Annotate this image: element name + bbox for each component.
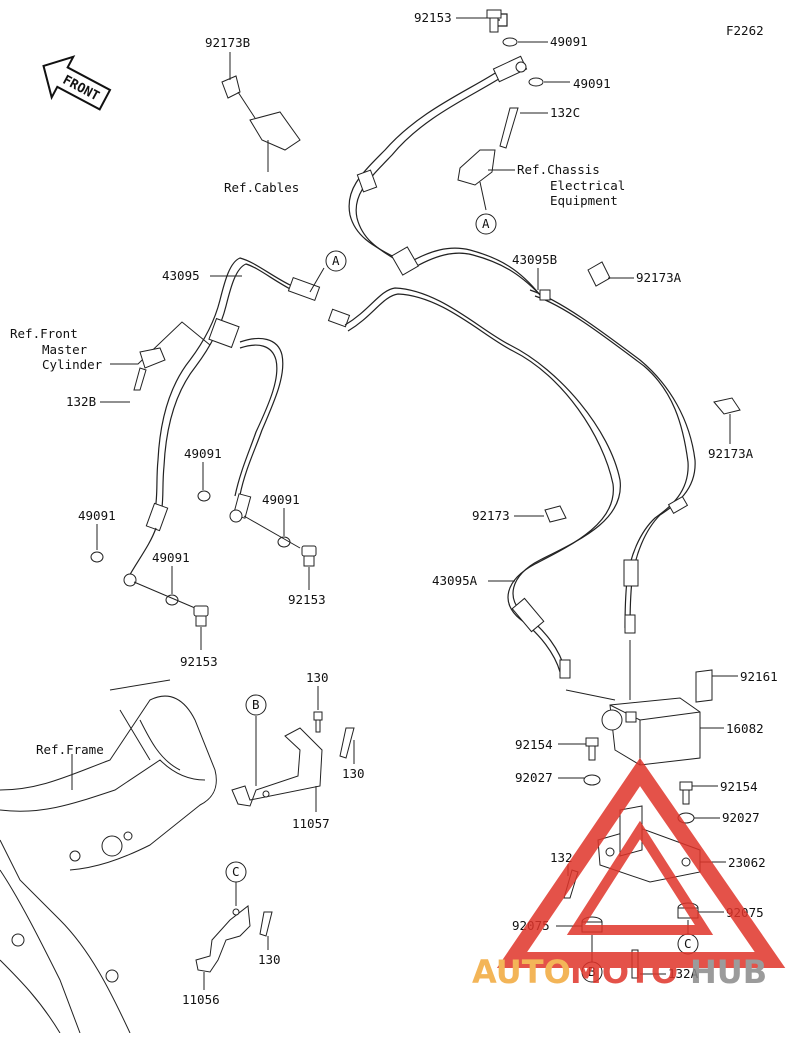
label-ref-chassis-1: Ref.Chassis: [517, 162, 600, 177]
label-ref-front-2: Master: [42, 342, 88, 357]
bolt-92153-top: [486, 9, 502, 33]
bolt-130-1: [313, 711, 323, 733]
label-130-3: 130: [258, 952, 281, 967]
bolt-130-3: [259, 911, 273, 937]
callout-a-top: [475, 213, 497, 235]
bolt-132c: [499, 107, 519, 149]
label-49091-l2: 49091: [262, 492, 300, 507]
bracket-92161: [695, 669, 713, 703]
label-92153-l1: 92153: [288, 592, 326, 607]
label-49091-top2: 49091: [573, 76, 611, 91]
watermark-logo: AUTO MOTO HUB: [472, 757, 786, 991]
callout-c-bottom-label: C: [684, 936, 692, 951]
grommet-92027-1: [583, 774, 601, 786]
label-49091-l1: 49091: [184, 446, 222, 461]
callout-b-bottom-label: B: [588, 964, 596, 979]
label-11056: 11056: [182, 992, 220, 1007]
callout-a-left-label: A: [332, 253, 340, 268]
label-92161: 92161: [740, 669, 778, 684]
watermark-auto: AUTO: [472, 953, 571, 991]
washer-49091-l3: [90, 551, 104, 563]
callout-b-top-label: B: [252, 697, 260, 712]
washer-49091-a: [502, 37, 518, 47]
label-130-2: 130: [342, 766, 365, 781]
callout-a-left: [325, 250, 347, 272]
label-92027-2: 92027: [722, 810, 760, 825]
chassis-bracket: [457, 149, 496, 186]
label-49091-top1: 49091: [550, 34, 588, 49]
label-43095: 43095: [162, 268, 200, 283]
label-92173a-2: 92173A: [708, 446, 754, 461]
label-43095b: 43095B: [512, 252, 557, 267]
label-ref-cables: Ref.Cables: [224, 180, 299, 195]
label-16082: 16082: [726, 721, 764, 736]
label-ref-front-1: Ref.Front: [10, 326, 78, 341]
label-ref-frame: Ref.Frame: [36, 742, 104, 757]
rear-hoses: [344, 287, 696, 679]
front-hose-43095: [123, 257, 351, 587]
label-92154-1: 92154: [515, 737, 553, 752]
label-43095a: 43095A: [432, 573, 478, 588]
bolt-92153-l1: [301, 545, 317, 567]
clamp-92173a-2: [713, 397, 741, 415]
watermark-hub: HUB: [690, 953, 767, 991]
clamp-92173b: [221, 75, 301, 151]
label-132a: 132A: [668, 966, 699, 981]
upper-brake-hose: [348, 13, 546, 301]
front-arrow-icon: FRONT: [42, 55, 112, 111]
label-ref-chassis-2: Electrical: [550, 178, 625, 193]
label-92153-top: 92153: [414, 10, 452, 25]
label-130-1: 130: [306, 670, 329, 685]
callout-c-top-label: C: [232, 864, 240, 879]
bolt-92154-2: [679, 781, 693, 805]
bolt-92153-l2: [193, 605, 209, 627]
washer-49091-l1: [197, 490, 211, 502]
diagram-code: F2262: [726, 23, 764, 38]
bolt-92154-1: [585, 737, 599, 761]
frame-ref: [0, 679, 217, 1034]
label-92027-1: 92027: [515, 770, 553, 785]
label-132c: 132C: [550, 105, 580, 120]
washer-49091-b: [528, 77, 544, 87]
bolt-130-2: [339, 727, 355, 759]
label-92173a-1: 92173A: [636, 270, 682, 285]
callout-c-top: [225, 861, 247, 883]
label-ref-chassis-3: Equipment: [550, 193, 618, 208]
clamp-92173: [544, 505, 567, 523]
label-92153-l2: 92153: [180, 654, 218, 669]
bolt-132b: [133, 367, 147, 391]
bracket-11057: [231, 727, 323, 807]
abs-unit-16082: [601, 697, 701, 766]
watermark-moto: MOTO: [570, 953, 678, 991]
label-92154-2: 92154: [720, 779, 758, 794]
label-132: 132: [550, 850, 573, 865]
label-92173b: 92173B: [205, 35, 250, 50]
clamp-92173a-1: [587, 261, 611, 287]
bracket-11056: [195, 905, 251, 973]
label-92173: 92173: [472, 508, 510, 523]
callout-b-top: [245, 694, 267, 716]
washer-49091-l4: [165, 594, 179, 606]
label-132b: 132B: [66, 394, 96, 409]
callout-a-top-label: A: [482, 216, 490, 231]
label-49091-l3: 49091: [78, 508, 116, 523]
master-cylinder-bracket: [139, 347, 166, 369]
label-ref-front-3: Cylinder: [42, 357, 103, 372]
label-23062: 23062: [728, 855, 766, 870]
label-11057: 11057: [292, 816, 330, 831]
label-49091-l4: 49091: [152, 550, 190, 565]
